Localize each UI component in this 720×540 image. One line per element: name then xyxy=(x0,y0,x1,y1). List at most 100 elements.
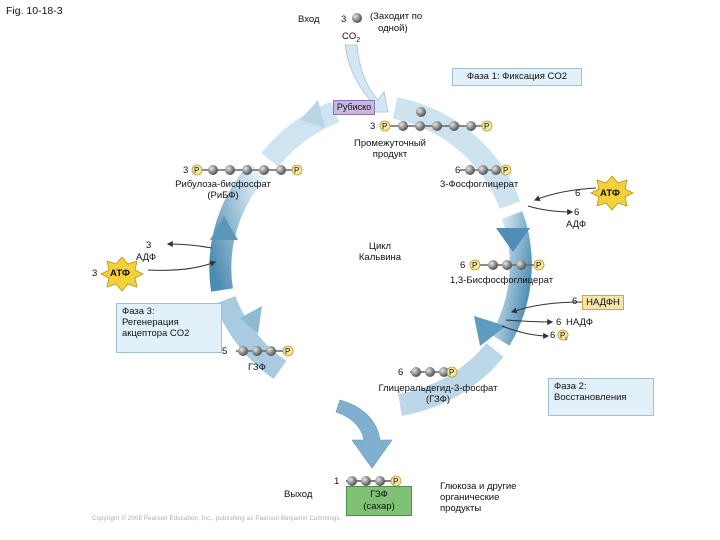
co2-input-arrow xyxy=(344,44,389,113)
input-note-2: одной) xyxy=(378,23,408,34)
output-label: Выход xyxy=(284,489,313,500)
nadp-count: 6 xyxy=(556,317,562,328)
g3p5-p: P xyxy=(285,347,291,356)
output-chain xyxy=(346,476,392,486)
rubp-p-left: P xyxy=(194,166,200,175)
cycle-label-2: Кальвина xyxy=(358,252,402,263)
g3p6-count: 6 xyxy=(398,367,404,378)
cycle-arrowhead-right xyxy=(496,228,530,252)
phase2-box: Фаза 2: Восстановления xyxy=(548,378,654,416)
g3p5-chain xyxy=(236,346,284,356)
g3p6-label-1: Глицеральдегид-3-фосфат xyxy=(378,383,498,394)
input-label: Вход xyxy=(298,14,320,25)
output-g3p-line-1: ГЗФ xyxy=(370,489,388,500)
input-count: 3 xyxy=(341,14,347,25)
pga-chain xyxy=(460,165,505,175)
rubp-label-1: Рибулоза-бисфосфат xyxy=(175,179,271,190)
pi-count: 6 xyxy=(550,330,556,341)
adp-left-out-arrow xyxy=(166,241,213,249)
intermediate-p-left: P xyxy=(382,122,388,131)
intermediate-p-right: P xyxy=(484,122,490,131)
bpg-label: 1,3-Бисфосфоглицерат xyxy=(450,275,554,286)
input-note-1: (Заходит по xyxy=(370,11,423,22)
bpg-p-right: P xyxy=(536,261,542,270)
phase3-box: Фаза 3: Регенерация акцептора CO2 xyxy=(116,303,222,353)
pi-p: P xyxy=(560,331,566,340)
atp-left-in-arrow xyxy=(147,260,217,271)
products-line-2: органические xyxy=(440,492,500,503)
phase3-line-1: Фаза 3: xyxy=(122,306,155,317)
products-line-1: Глюкоза и другие xyxy=(440,481,517,492)
atp-in-arrow xyxy=(533,187,597,202)
cycle-arc-top-left xyxy=(261,101,340,168)
phase3-line-3: акцептора CO2 xyxy=(122,328,190,339)
cycle-arc-top-right xyxy=(392,97,521,209)
output-g3p-box: ГЗФ (сахар) xyxy=(346,486,412,516)
atp-left-label: АТФ xyxy=(110,268,130,279)
pga-count: 6 xyxy=(455,165,461,176)
pi-symbol: Pi xyxy=(560,330,567,346)
adp-right-label: АДФ xyxy=(566,219,587,230)
cycle-label-1: Цикл xyxy=(368,241,392,252)
cycle-arc-bottom-left xyxy=(214,295,287,380)
atp-left-count: 3 xyxy=(92,268,98,279)
g3p5-label: ГЗФ xyxy=(248,362,266,373)
figure-label: Fig. 10-18-3 xyxy=(6,5,63,17)
output-arrow xyxy=(335,399,393,469)
adp-left-label: АДФ xyxy=(136,252,157,263)
co2-subscript: 2 xyxy=(356,36,361,44)
intermediate-top-carbon xyxy=(416,107,426,117)
adp-out-arrow xyxy=(527,205,574,215)
copyright-notice: Copyright © 2008 Pearson Education, Inc.… xyxy=(92,516,342,522)
intermediate-label-2: продукт xyxy=(372,149,408,160)
pga-label: 3-Фосфоглицерат xyxy=(440,179,519,190)
pi-subscript: i xyxy=(565,336,567,343)
phase3-line-2: Регенерация xyxy=(122,317,179,328)
rubisco-box: Рубиско xyxy=(333,100,375,115)
pga-p: P xyxy=(503,166,509,175)
adp-left-count: 3 xyxy=(146,240,152,251)
atp-left-burst xyxy=(100,256,144,292)
atp-right-label: АТФ xyxy=(600,188,620,199)
cycle-arrowhead-bottom xyxy=(474,316,506,346)
co2-formula: CO2 xyxy=(342,31,360,46)
phase2-line-2: Восстановления xyxy=(554,392,627,403)
atp-right-count: 6 xyxy=(575,188,581,199)
rubp-chain xyxy=(198,165,296,175)
pi-out-arrow xyxy=(501,325,550,339)
bpg-chain xyxy=(476,260,538,270)
atp-right-burst xyxy=(590,175,634,211)
co2-text: CO xyxy=(342,31,357,42)
phosphate-groups xyxy=(191,120,569,487)
nadph-in-arrow xyxy=(510,301,583,314)
nadp-label: НАДФ xyxy=(566,317,593,328)
g3p6-chain xyxy=(410,367,450,377)
bpg-count: 6 xyxy=(460,260,466,271)
output-count: 1 xyxy=(334,476,340,487)
output-g3p-line-2: (сахар) xyxy=(363,501,395,512)
nadph-count: 6 xyxy=(572,296,578,307)
co2-molecule xyxy=(352,13,362,23)
g3p6-p: P xyxy=(449,368,455,377)
products-line-3: продукты xyxy=(440,503,482,514)
intermediate-chain xyxy=(386,121,486,131)
g3p5-count: 5 xyxy=(222,346,228,357)
output-p: P xyxy=(393,477,399,486)
rubp-count: 3 xyxy=(183,165,189,176)
phase1-box: Фаза 1: Фиксация CO2 xyxy=(452,68,582,86)
cycle-arrowhead-left xyxy=(210,216,238,240)
intermediate-label-1: Промежуточный xyxy=(354,138,426,149)
rubp-p-right: P xyxy=(294,166,300,175)
rubp-label-2: (РиБФ) xyxy=(207,190,239,201)
bpg-p-left: P xyxy=(472,261,478,270)
g3p6-label-2: (ГЗФ) xyxy=(425,394,451,405)
nadph-box: НАДФН xyxy=(582,295,624,310)
adp-right-count: 6 xyxy=(574,207,580,218)
phase2-line-1: Фаза 2: xyxy=(554,381,587,392)
nadp-out-arrow xyxy=(505,318,554,325)
cycle-arc-bottom-right xyxy=(397,342,504,416)
cycle-arrowhead-bottom-left xyxy=(240,306,262,334)
cycle-arrowhead-top-left xyxy=(300,100,325,128)
